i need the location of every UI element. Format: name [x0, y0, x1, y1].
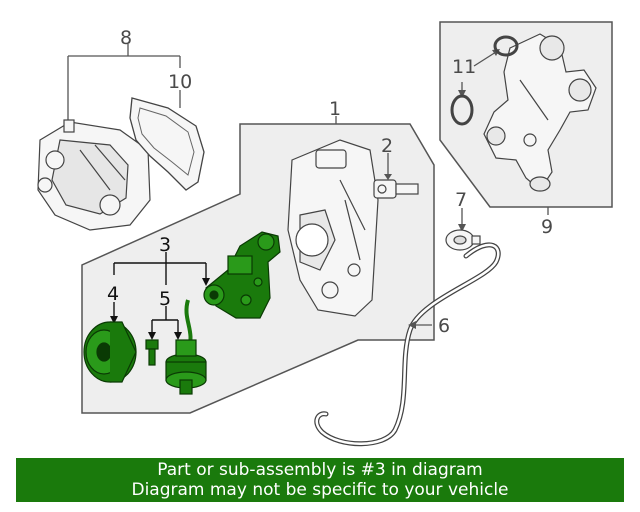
callout-8: 8	[120, 27, 132, 49]
leader-6-arrow	[408, 321, 416, 329]
leader-5-arrow-right	[174, 332, 182, 340]
info-banner: Part or sub-assembly is #3 in diagram Di…	[16, 458, 624, 502]
leader-4-arrow	[110, 316, 118, 324]
callout-2: 2	[381, 135, 393, 157]
exploded-parts-diagram: 8 10 1	[37, 21, 613, 447]
callout-1: 1	[329, 98, 341, 120]
part-11-oring-lower	[450, 94, 474, 126]
part-4-pulley	[83, 321, 137, 383]
leader-5-arrow-left	[148, 332, 156, 340]
callout-4: 4	[107, 283, 119, 305]
callout-3: 3	[159, 234, 171, 256]
part-3-water-pump-assembly	[203, 231, 281, 319]
part-10-gasket-inner	[137, 107, 195, 176]
callout-9: 9	[541, 216, 553, 238]
callout-7: 7	[455, 189, 467, 211]
leader-3	[113, 252, 207, 285]
leader-5	[151, 306, 179, 334]
part-10-gasket	[129, 97, 205, 191]
part-6-hose-inner	[315, 243, 500, 445]
leader-11-arrow-down	[458, 90, 466, 98]
banner-line-2: Diagram may not be specific to your vehi…	[131, 480, 509, 500]
part-2-sensor	[373, 179, 419, 199]
banner-line-1: Part or sub-assembly is #3 in diagram	[157, 460, 483, 480]
leader-7-arrow	[458, 224, 466, 232]
callout-6: 6	[438, 315, 450, 337]
callout-5: 5	[159, 288, 171, 310]
part-1-housing	[287, 139, 379, 317]
part-5-thermostat	[165, 299, 207, 395]
part-5-bolt	[145, 339, 159, 366]
part-8-pump-module	[37, 119, 151, 231]
part-9-thermostat-housing	[483, 33, 597, 192]
callout-11: 11	[452, 56, 476, 78]
leader-3-arrow	[202, 278, 210, 286]
leader-11-up	[473, 51, 497, 67]
part-11-oring-upper	[493, 35, 519, 57]
callout-10: 10	[168, 71, 192, 93]
leader-2-arrow	[384, 174, 392, 180]
leader-8-10	[67, 44, 181, 120]
part-7-clamp	[445, 229, 481, 251]
